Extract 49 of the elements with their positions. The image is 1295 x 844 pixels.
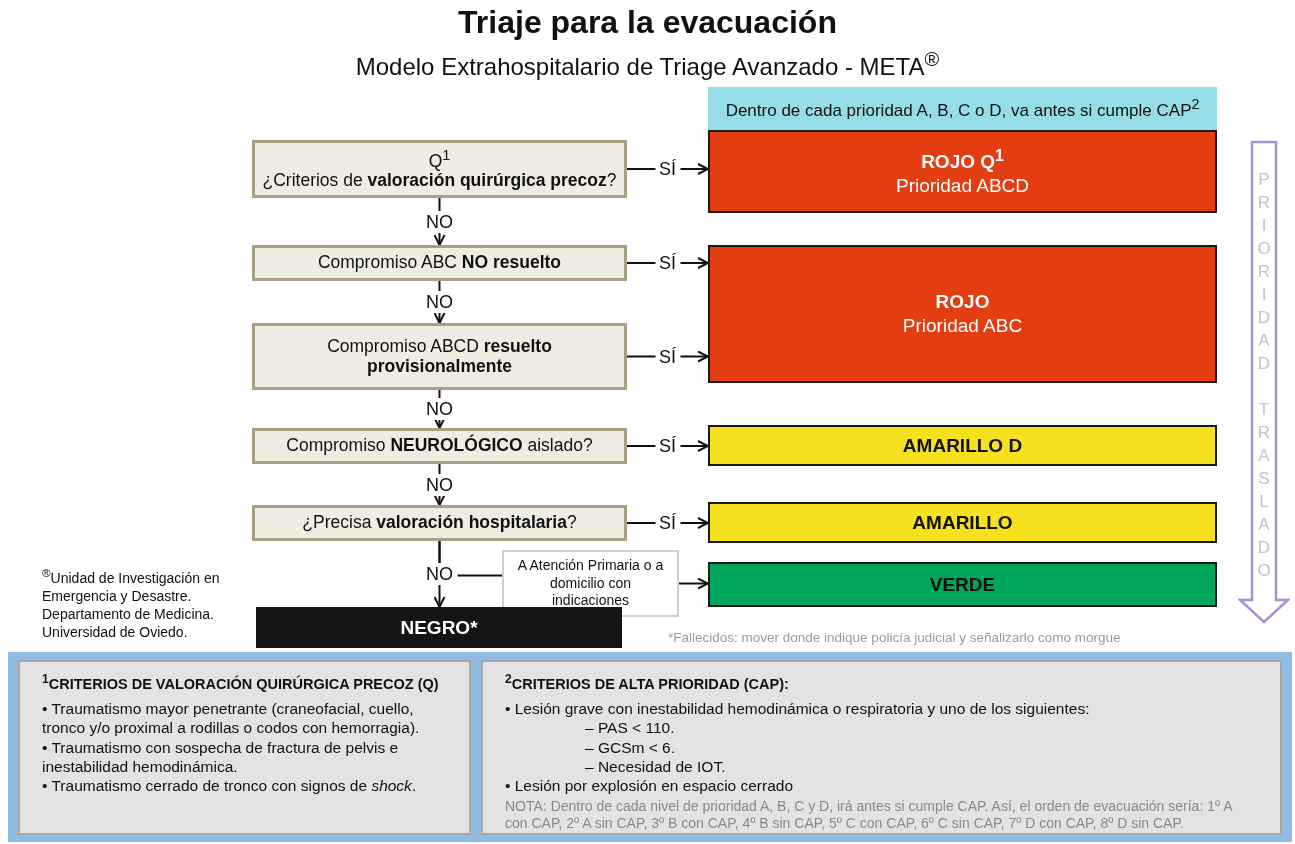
- node-text: Compromiso NEUROLÓGICO aislado?: [285, 436, 594, 456]
- decision-box: [252, 505, 627, 541]
- node-text: • Lesión por explosión en espacio cerrado: [505, 776, 795, 796]
- decision-box: [252, 245, 627, 281]
- priority-box: [708, 425, 1217, 466]
- decision-box: [252, 323, 627, 390]
- node-text: Q$^{1}$: [427, 147, 452, 172]
- node-text: AMARILLO: [912, 510, 1013, 535]
- subtitle: Modelo Extrahospitalario de Triage Avanzado - META$^{®}$: [354, 48, 941, 81]
- node-text: PRIORIDAD TRASLADO: [1255, 170, 1273, 584]
- node-text: • Traumatismo cerrado de tronco con signos de shock.: [42, 776, 418, 796]
- node-text: • Traumatismo con sospecha de fractura de pelvis e inestabilidad hemodinámica.: [42, 737, 400, 777]
- decision-box: [252, 428, 627, 464]
- node-text: NEGRO*: [400, 615, 478, 640]
- priority-box: [708, 245, 1217, 383]
- note-box: [502, 550, 679, 617]
- node-text: $^{1}$CRITERIOS DE VALORACIÓN QUIRÚRGICA PRECOZ (Q): [42, 672, 440, 693]
- node-text: ROJO: [935, 290, 990, 314]
- node-text: A Atención Primaria o a domicilio con indicaciones: [516, 557, 665, 610]
- title: Triaje para la evacuación: [457, 4, 838, 41]
- node-text: – Necesidad de IOT.: [584, 757, 727, 777]
- node-text: Dentro de cada prioridad A, B, C o D, va antes si cumple CAP$^{2}$: [725, 96, 1200, 121]
- node-text: NOTA: Dentro de cada nivel de prioridad A, B, C y D, irá antes si cumple CAP. Así, el orden de evacuación sería: 1º A con CAP, 2º A sin CAP, 3º B con CAP, 4º B sin CAP, 5º C con CAP, 6º C sin CAP, 7º D con CAP, 8º D sin CAP.: [505, 797, 1234, 833]
- node-text: ¿Criterios de valoración quirúrgica precoz?: [261, 171, 618, 191]
- node-text: – PAS < 110.: [584, 718, 676, 738]
- priority-box: [708, 502, 1217, 543]
- node-text: $^{2}$CRITERIOS DE ALTA PRIORIDAD (CAP):: [505, 672, 790, 693]
- node-text: – GCSm < 6.: [584, 737, 677, 758]
- node-text: Prioridad ABCD: [895, 173, 1030, 198]
- priority-arrow: [1238, 140, 1290, 624]
- node-text: ROJO Q$^{1}$: [921, 145, 1004, 174]
- criteria-panel: [481, 660, 1282, 835]
- node-text: ¿Precisa valoración hospitalaria?: [301, 513, 578, 533]
- priority-box: [708, 562, 1217, 607]
- info-banner: [708, 87, 1217, 130]
- footnote: *Fallecidos: mover donde indique policía judicial y señalizarlo como morgue: [668, 630, 1122, 645]
- priority-box: [256, 607, 622, 648]
- node-text: Prioridad ABC: [902, 314, 1023, 338]
- source-note: $^{®}$Unidad de Investigación en Emergencia y Desastre. Departamento de Medicina. Universidad de Oviedo.: [42, 565, 221, 642]
- node-text: Compromiso ABC NO resuelto: [316, 253, 563, 273]
- node-text: AMARILLO D: [902, 433, 1023, 458]
- node-text: Compromiso ABCD resuelto provisionalmente: [326, 337, 553, 376]
- node-text: • Lesión grave con inestabilidad hemodinámica o respiratoria y uno de los siguientes:: [505, 698, 1091, 719]
- node-text: • Traumatismo mayor penetrante (craneofacial, cuello, tronco y/o proximal a rodillas o codos con hemorragia).: [42, 698, 421, 738]
- arrow: [678, 577, 709, 590]
- priority-box: [708, 130, 1217, 213]
- criteria-panel: [18, 660, 471, 835]
- node-text: VERDE: [929, 572, 996, 597]
- decision-box: [252, 140, 627, 198]
